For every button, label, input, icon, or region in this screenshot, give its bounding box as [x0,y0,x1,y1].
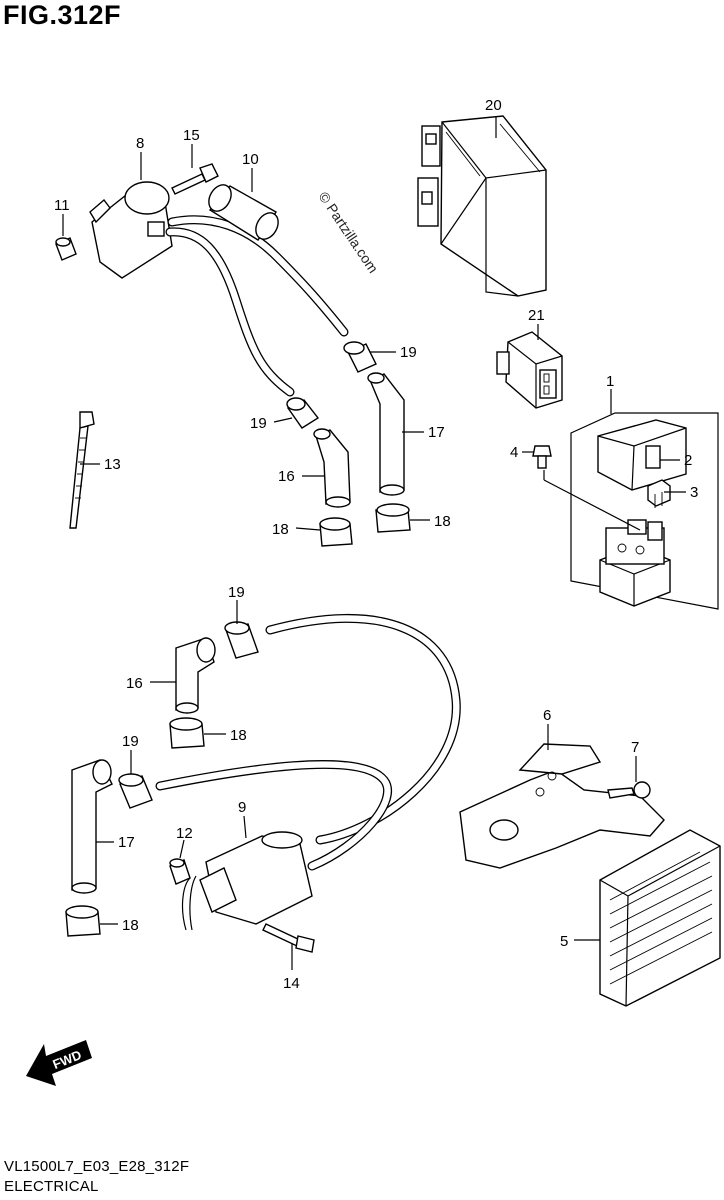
callout-18-lower-bottom: 18 [122,917,139,934]
callout-8: 8 [136,135,144,152]
forward-direction-icon: FWD [26,1040,92,1086]
regulator-bracket-part [459,743,665,869]
callout-19-upper-right: 19 [400,344,417,361]
seal-18-upper-right [375,503,411,533]
fwd-label: FWD [50,1047,83,1072]
hightension-cables-lower [155,614,461,871]
callout-19-lower-top: 19 [228,584,245,601]
bolt-15-part [171,163,219,195]
ignition-coil-lower-part [181,831,313,931]
callout-14: 14 [283,975,300,992]
watermark-text: © Partzilla.com [316,189,382,276]
callout-10: 10 [242,151,259,168]
plug-cap-17-upper [367,372,405,496]
callout-7: 7 [631,739,639,756]
callout-17-lower: 17 [118,834,135,851]
hightension-cables-upper [165,215,349,397]
callout-20: 20 [485,97,502,114]
callout-1: 1 [606,373,614,390]
category-label: ELECTRICAL [4,1178,99,1195]
cable-sleeve-10-part [208,184,279,241]
ecm-unit-part [417,115,547,297]
model-code: VL1500L7_E03_E28_312F [4,1158,190,1175]
callout-5: 5 [560,933,568,950]
callout-15: 15 [183,127,200,144]
callout-16-lower: 16 [126,675,143,692]
plug-cap-16-upper [313,428,351,508]
connector-relay-part [496,331,563,409]
callout-11: 11 [54,197,70,214]
screw-7-part [607,781,651,799]
bolt-14-part [262,923,315,953]
callout-18-lower-top: 18 [230,727,247,744]
callout-18-upper-right: 18 [434,513,451,530]
callout-21: 21 [528,307,545,324]
callout-9: 9 [238,799,246,816]
callout-17-upper: 17 [428,424,445,441]
collar-11-part [55,237,77,261]
cable-tie-part [69,411,95,529]
plug-cap-19-lower-top [224,621,259,659]
callout-6: 6 [543,707,551,724]
leader-lines [62,116,686,970]
starter-relay-assembly-part [570,412,719,610]
seal-18-lower-bottom [65,905,101,937]
plug-cap-19-lower-bottom [118,773,153,809]
callout-13: 13 [104,456,121,473]
seal-18-upper-left [319,517,353,547]
callout-2: 2 [684,452,692,469]
callout-19-lower-bottom: 19 [122,733,139,750]
figure-title: FIG.312F [3,0,122,30]
regulator-rectifier-part [599,829,721,1007]
callout-16-upper: 16 [278,468,295,485]
ignition-coil-upper-part [89,181,173,279]
screw-4-part [532,445,552,469]
seal-18-lower-top [169,717,205,749]
callout-18-upper-left: 18 [272,521,289,538]
plug-cap-19-upper-right [343,341,377,373]
callout-12: 12 [176,825,193,842]
plug-cap-19-upper-left [286,397,320,429]
callout-19-upper-left: 19 [250,415,267,432]
collar-12-part [169,858,191,885]
callout-4: 4 [510,444,518,461]
callout-3: 3 [690,484,698,501]
plug-cap-16-lower [175,637,216,714]
plug-cap-17-lower [71,759,113,894]
